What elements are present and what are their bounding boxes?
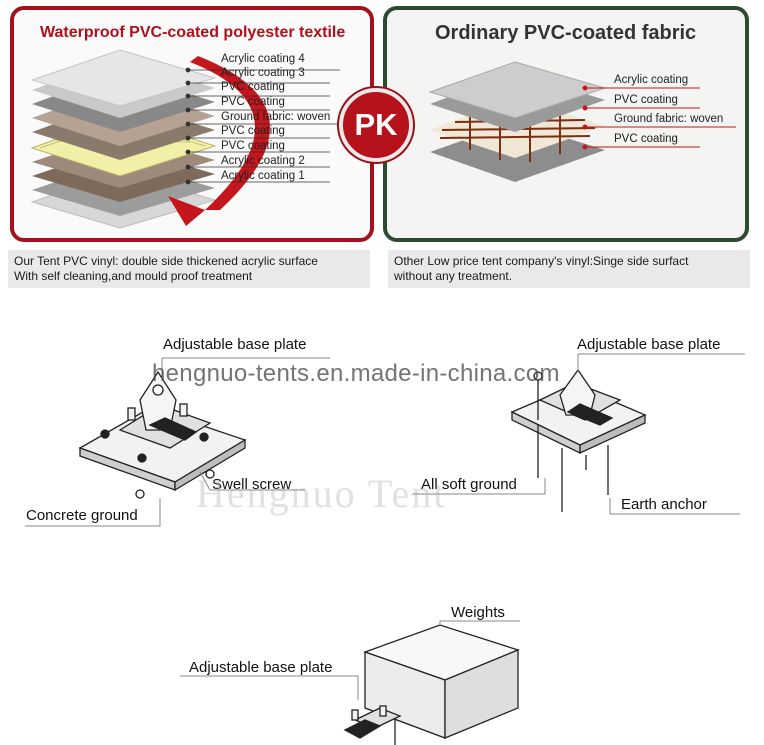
earth-anchor-label: Earth anchor <box>621 496 707 513</box>
premium-caption-line: Our Tent PVC vinyl: double side thickene… <box>14 254 318 268</box>
soft-base-plate-label: Adjustable base plate <box>577 336 721 353</box>
weights-label: Weights <box>451 604 505 621</box>
watermark-url: hengnuo-tents.en.made-in-china.com <box>152 360 560 387</box>
premium-fabric-title: Waterproof PVC-coated polyester textile <box>40 24 346 41</box>
premium-layer-label: Acrylic coating 4 <box>221 53 305 65</box>
soft-ground-leader-lines <box>412 353 745 515</box>
watermark-brand: Hengnuo Tent <box>196 471 447 516</box>
concrete-base-plate-label: Adjustable base plate <box>163 336 307 353</box>
ordinary-layer-label: Ground fabric: woven <box>614 113 724 125</box>
concrete-ground-label: Concrete ground <box>26 507 138 524</box>
premium-layer-label: Acrylic coating 2 <box>221 155 305 167</box>
premium-layer-label: PVC coating <box>221 96 285 108</box>
premium-layer-label: Acrylic coating 3 <box>221 67 305 79</box>
premium-layer-label: Ground fabric: woven <box>221 111 331 123</box>
ordinary-fabric-layers-illustration <box>428 61 607 182</box>
swell-screw-label: Swell screw <box>212 476 292 493</box>
concrete-ground-base-plate-illustration <box>78 370 247 499</box>
premium-layer-label: PVC coating <box>221 81 285 93</box>
soft-ground-label: All soft ground <box>421 476 517 493</box>
weights-leader-lines <box>180 620 520 700</box>
ordinary-fabric-caption: Other Low price tent company's vinyl:Sin… <box>388 250 750 288</box>
weights-base-plate-label: Adjustable base plate <box>189 659 333 676</box>
ordinary-layer-label: PVC coating <box>614 94 678 106</box>
premium-fabric-caption: Our Tent PVC vinyl: double side thickene… <box>8 250 370 288</box>
ordinary-layer-label: PVC coating <box>614 133 678 145</box>
ordinary-fabric-title: Ordinary PVC-coated fabric <box>435 22 697 44</box>
soft-ground-base-plate-illustration <box>510 368 647 512</box>
premium-fabric-layers-illustration <box>30 49 270 229</box>
ordinary-fabric-leader-lines <box>582 85 736 150</box>
premium-fabric-leader-lines <box>185 67 345 185</box>
premium-caption-line: With self cleaning,and mould proof treat… <box>14 269 253 283</box>
ordinary-layer-label: Acrylic coating <box>614 74 689 86</box>
ordinary-caption-line: Other Low price tent company's vinyl:Sin… <box>394 254 689 268</box>
weights-base-plate-illustration <box>343 624 520 745</box>
premium-layer-label: PVC coating <box>221 140 285 152</box>
ordinary-caption-line: without any treatment. <box>394 269 513 283</box>
premium-layer-label: Acrylic coating 1 <box>221 170 305 182</box>
pk-comparison-badge: PK <box>339 88 413 162</box>
concrete-ground-leader-lines <box>25 357 330 527</box>
premium-layer-label: PVC coating <box>221 125 285 137</box>
